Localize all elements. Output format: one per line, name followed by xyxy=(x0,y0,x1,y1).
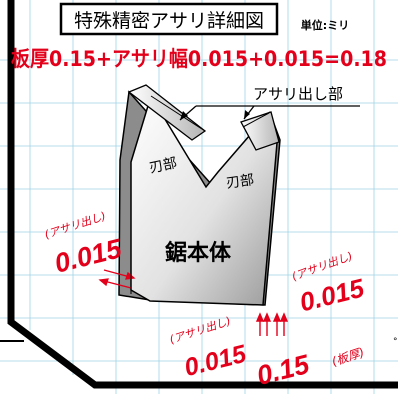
edge-label-right: 刃部 xyxy=(225,172,255,192)
set-bottom-value: 0.015 xyxy=(182,340,251,383)
frame-outline xyxy=(7,0,398,389)
set-bottom-caption: (アサリ出し) xyxy=(168,314,232,346)
set-part-label: アサリ出し部 xyxy=(253,85,343,103)
thickness-formula: 板厚0.15+アサリ幅0.015+0.015=0.18 xyxy=(11,47,387,71)
title: 特殊精密アサリ詳細図 xyxy=(74,10,264,32)
set-right-value: 0.015 xyxy=(297,272,368,317)
title-box xyxy=(59,2,279,36)
thickness-caption: (板厚) xyxy=(330,345,366,369)
set-part-callout xyxy=(179,105,360,121)
unit-label: 単位:ミリ xyxy=(301,18,349,32)
body-label: 鋸本体 xyxy=(165,240,232,266)
edge-label-left: 刃部 xyxy=(148,155,179,176)
thickness-arrows xyxy=(255,312,289,336)
saw-blade xyxy=(118,84,281,306)
right-tooth-set xyxy=(240,111,280,151)
set-left-caption: (アサリ出し) xyxy=(43,209,107,241)
set-left-arrows xyxy=(98,268,136,294)
set-left-value: 0.015 xyxy=(52,233,126,279)
frame-corner-mark: ° xyxy=(393,337,398,347)
